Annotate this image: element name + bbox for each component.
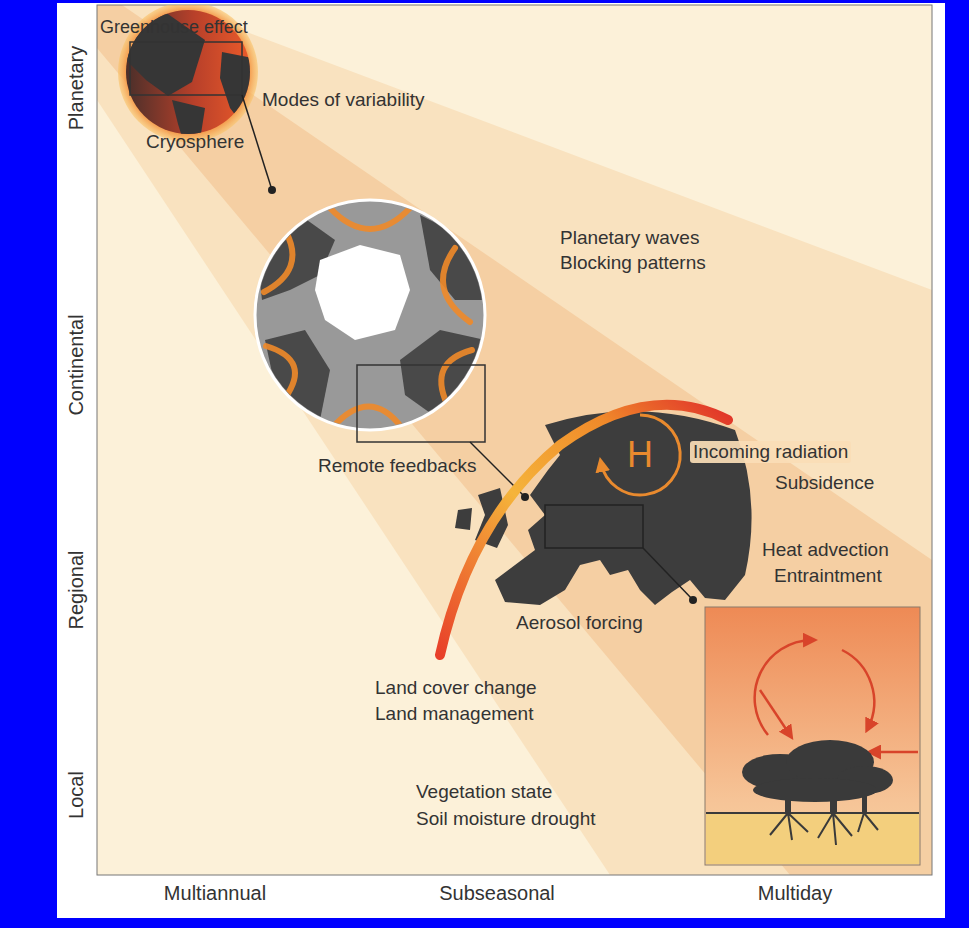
process-label: Subsidence bbox=[775, 472, 874, 494]
process-label: Soil moisture drought bbox=[416, 808, 596, 830]
axis-label: Local bbox=[65, 771, 88, 819]
axis-label: Planetary bbox=[65, 46, 88, 131]
outer-band bbox=[97, 5, 932, 875]
axis-label: Regional bbox=[65, 551, 88, 630]
zoom-dot bbox=[521, 493, 529, 501]
land-feedback-illustration bbox=[705, 607, 920, 865]
plot-frame bbox=[97, 5, 932, 875]
process-label: Modes of variability bbox=[262, 89, 425, 111]
axis-label: Multiannual bbox=[164, 882, 266, 905]
zoom-box bbox=[130, 42, 242, 95]
inner-band bbox=[97, 5, 932, 875]
process-label: Aerosol forcing bbox=[516, 612, 643, 634]
axis-label: Subseasonal bbox=[439, 882, 555, 905]
axis-label: Multiday bbox=[758, 882, 832, 905]
pressure-symbol: H bbox=[627, 434, 653, 475]
plot-ground bbox=[97, 5, 932, 875]
axis-label: Continental bbox=[65, 314, 88, 415]
scale-label: Greenhouse effect bbox=[100, 17, 248, 38]
process-label: Planetary waves bbox=[560, 227, 699, 249]
zoom-box bbox=[357, 365, 485, 442]
process-label: Blocking patterns bbox=[560, 252, 706, 274]
scale-bands bbox=[97, 5, 932, 875]
process-label: Heat advection bbox=[762, 539, 889, 561]
arctic-illustration bbox=[255, 200, 485, 430]
process-label: Land management bbox=[375, 703, 533, 725]
process-label: Incoming radiation bbox=[690, 441, 851, 463]
zoom-dot bbox=[689, 596, 697, 604]
process-label: Vegetation state bbox=[416, 781, 552, 803]
process-label: Cryosphere bbox=[146, 131, 244, 153]
zoom-dot bbox=[268, 186, 276, 194]
zoom-line bbox=[643, 548, 693, 600]
process-label: Land cover change bbox=[375, 677, 537, 699]
zoom-box bbox=[545, 505, 643, 548]
process-label: Entraintment bbox=[774, 565, 882, 587]
process-label: Remote feedbacks bbox=[318, 455, 476, 477]
